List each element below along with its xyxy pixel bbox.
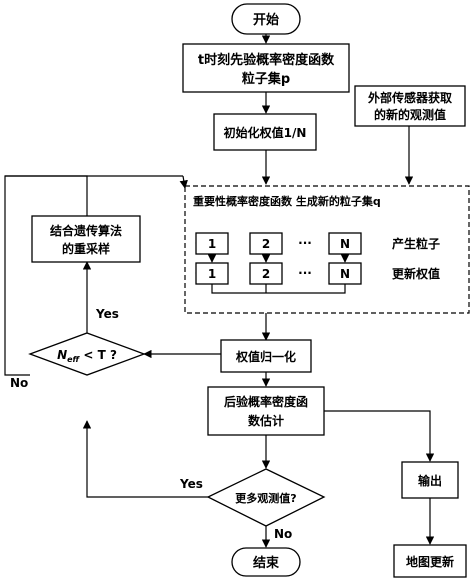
generate-particles-label: 产生粒子 (392, 236, 440, 251)
external-line1: 外部传感器获取 (368, 90, 452, 105)
particle-ellipsis-bottom: ··· (298, 266, 312, 280)
svg-text:2: 2 (262, 267, 270, 281)
prior-box: t时刻先验概率密度函数 粒子集p (182, 43, 350, 93)
prior-line1: t时刻先验概率密度函数 (198, 52, 335, 68)
svg-text:N: N (340, 237, 350, 251)
start-label: 开始 (253, 12, 279, 28)
more-obs-label: 更多观测值? (235, 491, 296, 505)
importance-sampling-box: 重要性概率密度函数 生成新的粒子集q 1 2 ··· N 产生粒子 1 2 ··… (184, 185, 470, 314)
output-label: 输出 (418, 473, 442, 488)
resample-line1: 结合遗传算法 (50, 223, 122, 238)
more-obs-decision: 更多观测值? (206, 468, 326, 527)
normalize-box: 权值归一化 (220, 339, 312, 373)
external-line2: 的新的观测值 (374, 107, 446, 122)
end-label: 结束 (253, 555, 280, 571)
svg-text:2: 2 (262, 237, 270, 251)
particle-n-bottom (328, 262, 362, 285)
start-node: 开始 (231, 3, 301, 35)
map-update-label: 地图更新 (406, 554, 454, 569)
yes-label-more: Yes (179, 477, 203, 491)
normalize-label: 权值归一化 (235, 349, 296, 364)
particle-ellipsis-top: ··· (298, 236, 312, 250)
resample-line2: 的重采样 (62, 241, 110, 256)
particle-1-bottom (195, 262, 229, 285)
no-label-neff: No (10, 376, 28, 390)
neff-label: Neff < T ? (57, 348, 117, 364)
particle-2-top (249, 232, 283, 255)
particle-n-top (328, 232, 362, 255)
particle-2-bottom (249, 262, 283, 285)
connectors (4, 34, 435, 548)
edge-posterior-to-output (324, 410, 435, 462)
posterior-line2: 数估计 (248, 413, 284, 428)
edge-particles-merge (211, 284, 346, 294)
edge-loop-into-box (179, 175, 188, 189)
output-box: 输出 (401, 461, 459, 499)
edge-more-yes-loop (82, 420, 208, 498)
init-weight-box: 初始化权值1/N (213, 113, 317, 151)
external-sensor-box: 外部传感器获取 的新的观测值 (354, 85, 466, 127)
edge-neff-no-loop (4, 240, 30, 376)
posterior-box: 后验概率密度函 数估计 (207, 386, 325, 436)
end-node: 结束 (231, 547, 301, 577)
neff-decision: Neff < T ? (28, 332, 146, 376)
update-weights-label: 更新权值 (392, 266, 440, 281)
init-weight-label: 初始化权值1/N (224, 125, 307, 140)
no-label-more: No (274, 527, 292, 541)
svg-text:1: 1 (208, 267, 216, 281)
yes-label-resample: Yes (95, 307, 119, 321)
svg-text:N: N (340, 267, 350, 281)
particle-1-top (195, 232, 229, 255)
prior-line2: 粒子集p (242, 71, 290, 87)
importance-title: 重要性概率密度函数 生成新的粒子集q (193, 194, 381, 208)
posterior-line1: 后验概率密度函 (224, 394, 308, 409)
map-update-box: 地图更新 (393, 544, 467, 578)
svg-text:1: 1 (208, 237, 216, 251)
resample-box: 结合遗传算法 的重采样 (31, 215, 141, 263)
